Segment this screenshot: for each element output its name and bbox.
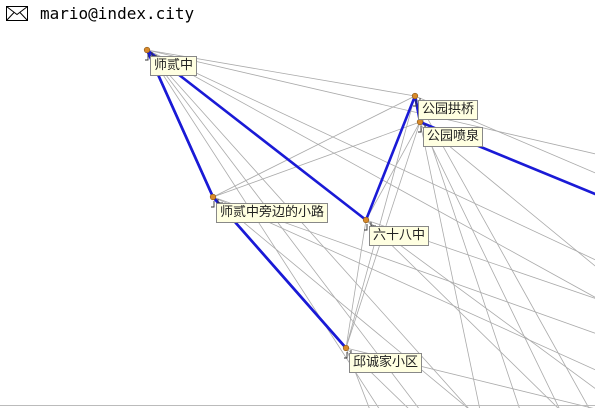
background-edge	[146, 49, 419, 408]
background-edge	[146, 49, 380, 408]
node-label-shi-er-zhong[interactable]: 师贰中	[150, 56, 198, 76]
node-label-park-bridge[interactable]: 公园拱桥	[418, 100, 479, 120]
route-segment	[145, 48, 368, 222]
route-segment	[364, 94, 417, 222]
background-edge	[146, 49, 595, 298]
node-label-sixty-eight-middle[interactable]: 六十八中	[369, 226, 430, 246]
background-edge	[212, 121, 421, 198]
background-edge	[345, 219, 367, 349]
envelope-icon	[6, 5, 28, 21]
node-marker[interactable]	[342, 344, 350, 352]
background-edge	[365, 121, 421, 221]
background-edge	[365, 219, 595, 389]
background-edge	[212, 196, 595, 371]
node-marker[interactable]	[411, 92, 419, 100]
user-email[interactable]: mario@index.city	[40, 3, 195, 23]
node-markers	[143, 46, 430, 359]
node-marker[interactable]	[143, 46, 151, 54]
background-edge	[345, 95, 416, 349]
background-edge	[365, 219, 559, 408]
node-marker[interactable]	[209, 193, 217, 201]
node-marker[interactable]	[416, 118, 424, 126]
header-bar: mario@index.city	[0, 0, 194, 26]
background-edge	[419, 121, 560, 408]
node-label-side-road[interactable]: 师贰中旁边的小路	[216, 203, 329, 223]
background-edge	[146, 49, 595, 155]
node-label-park-fountain[interactable]: 公园喷泉	[423, 127, 484, 147]
node-marker[interactable]	[362, 216, 370, 224]
background-edge	[146, 49, 595, 261]
background-edge	[419, 121, 480, 408]
background-edge	[212, 95, 416, 198]
node-label-qiu-cheng-community[interactable]: 邱诚家小区	[349, 353, 423, 373]
bottom-divider	[0, 405, 595, 406]
background-edge	[146, 49, 469, 408]
background-edge	[212, 196, 469, 408]
background-edge	[414, 95, 590, 408]
